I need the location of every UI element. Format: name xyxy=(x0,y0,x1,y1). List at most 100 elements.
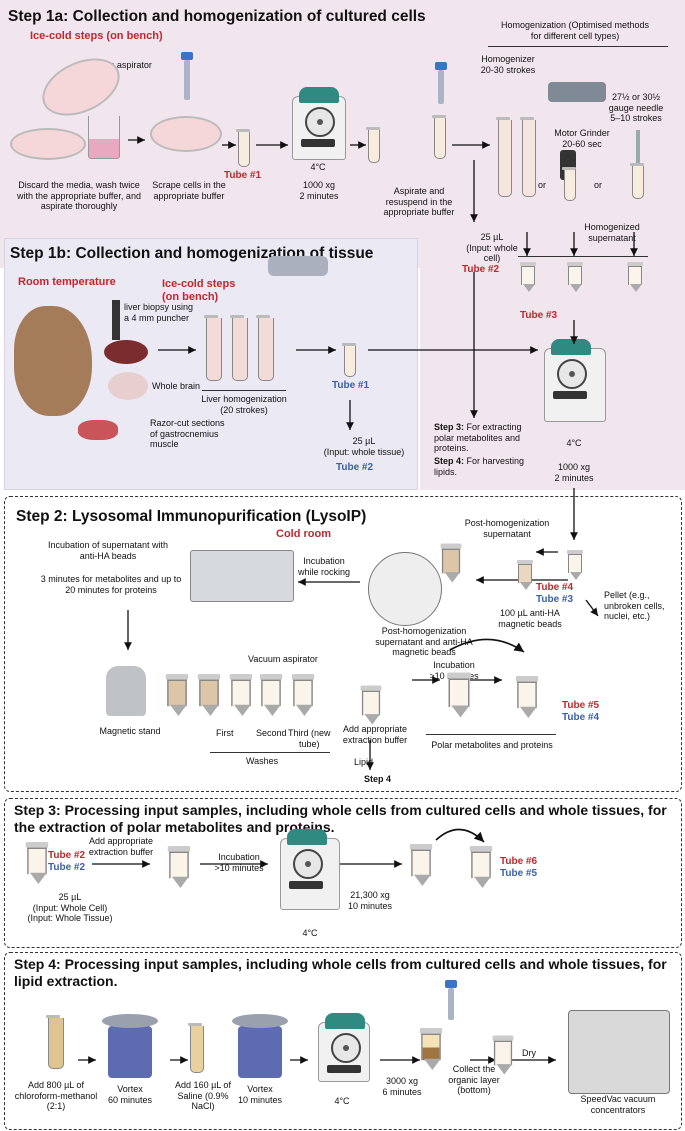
tissue-tube-1 xyxy=(204,315,222,381)
collect-label: Collect the organic layer (bottom) xyxy=(448,1064,500,1095)
extraction-tube-icon xyxy=(360,685,382,725)
waste-beaker xyxy=(88,116,120,159)
tube4-blue-label: Tube #4 xyxy=(562,712,600,723)
step3-incubation-label: Incubation >10 minutes xyxy=(214,852,264,873)
vortex10-label: Vortex 10 minutes xyxy=(237,1084,283,1105)
magnetic-stand-label: Magnetic stand xyxy=(99,726,161,736)
dry-label: Dry xyxy=(522,1048,536,1058)
needle-label: 27½ or 30½ gauge needle 5–10 strokes xyxy=(608,92,664,123)
chloroform-tube-icon xyxy=(46,1015,64,1069)
wash-tube-4 xyxy=(259,674,283,716)
pellet-label: Pellet (e.g., unbroken cells, nuclei, et… xyxy=(604,590,665,621)
polar-label: Polar metabolites and proteins xyxy=(431,740,553,750)
pellet-tube-icon-2 xyxy=(567,550,583,580)
aspirate-resuspend-label: Aspirate and resuspend in the appropriat… xyxy=(383,186,455,217)
brain-icon xyxy=(108,372,148,400)
supernatant-tube-2 xyxy=(567,262,583,292)
post-homog-label: Post-homogenization supernatant xyxy=(464,518,550,539)
add-buffer-label: Add appropriate extraction buffer xyxy=(342,724,408,745)
whole-brain-label: Whole brain xyxy=(152,381,201,391)
vacuum-aspirator-label-2: Vacuum aspirator xyxy=(248,654,318,664)
tube1-label: Tube #1 xyxy=(224,170,262,181)
muscle-icon xyxy=(78,420,118,440)
step4-spin-label: 3000 xg 6 minutes xyxy=(382,1076,422,1097)
add800-label: Add 800 µL of chloroform-methanol (2:1) xyxy=(14,1080,98,1111)
pipette-icon-2 xyxy=(435,62,447,104)
step3-extraction-tube xyxy=(167,846,191,888)
input-volume-label: 25 µL (Input: whole cell) xyxy=(466,232,518,263)
supernatant-divider xyxy=(518,256,648,257)
motor-grinder-label: Motor Grinder 20-60 sec xyxy=(554,128,610,149)
beads-tube-icon xyxy=(440,543,462,583)
tissue-tube1-label: Tube #1 xyxy=(332,380,370,391)
grinder-tube-icon xyxy=(562,167,576,201)
step3-tube2-blue: Tube #2 xyxy=(48,862,86,873)
wash-tube-3 xyxy=(229,674,253,716)
homogenizer-device-icon xyxy=(548,82,606,102)
liver-biopsy-label: liver biopsy using a 4 mm puncher xyxy=(124,302,194,323)
incubation-text: Incubation of supernatant with anti-HA b… xyxy=(47,540,169,561)
tube5-red-label: Tube #5 xyxy=(562,700,600,711)
tube4-icon xyxy=(517,560,533,590)
scrape-dish xyxy=(150,116,222,152)
wash-second-label: Second xyxy=(256,728,287,738)
step3-tube6-red: Tube #6 xyxy=(500,856,538,867)
needle-icon xyxy=(636,130,640,166)
vortex60-label: Vortex 60 minutes xyxy=(107,1084,153,1105)
centrifuge2-icon xyxy=(544,339,606,422)
tube3-blue-label: Tube #3 xyxy=(536,594,574,605)
step3-tube5-blue: Tube #5 xyxy=(500,868,538,879)
step4-ref-label: Step 4 xyxy=(364,774,392,784)
step4-panel xyxy=(4,952,682,1130)
tissue-tube1-icon xyxy=(342,343,356,377)
supernatant-tube-3 xyxy=(627,262,643,292)
liver-icon xyxy=(104,340,148,364)
step3-input-tube xyxy=(25,842,49,884)
wash-tube-2 xyxy=(197,674,221,716)
step4-title: Step 4: Processing input samples, includ… xyxy=(14,956,667,989)
step3-final-tube xyxy=(469,846,493,888)
step3-temp: 4°C xyxy=(302,928,318,938)
tissue-tube-2 xyxy=(230,315,248,381)
washes-label: Washes xyxy=(246,756,279,766)
scrape-cells-label: Scrape cells in the appropriate buffer xyxy=(152,180,226,201)
step1a-subtitle: Ice-cold steps (on bench) xyxy=(30,30,163,42)
or-label-2: or xyxy=(594,180,603,190)
or-label-1: or xyxy=(538,180,547,190)
speedvac-label: SpeedVac vacuum concentrators xyxy=(580,1094,656,1115)
beads-zoom-icon xyxy=(368,552,442,626)
supernatant-tube-1 xyxy=(520,262,536,292)
vacuum-aspirator-label: Vacuum aspirator xyxy=(82,60,152,70)
step4-centrifuge-icon xyxy=(318,1013,370,1082)
puncher-icon xyxy=(112,300,120,340)
mouse-icon xyxy=(14,306,92,416)
organic-tube-icon xyxy=(492,1035,514,1075)
add160-label: Add 160 µL of Saline (0.9% NaCl) xyxy=(175,1080,231,1111)
incubation-tube-icon xyxy=(447,672,471,718)
homogenizer-label: Homogenizer 20-30 strokes xyxy=(480,54,536,75)
liver-homog-divider xyxy=(202,390,286,391)
centrifuge2-spin: 1000 xg 2 minutes xyxy=(554,462,594,483)
vortex-icon-2 xyxy=(232,1014,288,1078)
washes-divider xyxy=(210,752,330,753)
centrifuge-icon xyxy=(292,87,346,160)
cold-room-label: Cold room xyxy=(276,528,331,540)
homogenizer-tube-2 xyxy=(520,117,536,197)
tube1-icon xyxy=(236,129,250,167)
spin-speed-label: 1000 xg 2 minutes xyxy=(299,180,339,201)
step3-note-bold: Step 3: xyxy=(434,422,465,432)
resuspend-tube-icon xyxy=(432,115,446,159)
polar-divider xyxy=(426,734,556,735)
step3-panel xyxy=(4,798,682,948)
culture-dish xyxy=(10,128,86,160)
wash-tube-5 xyxy=(291,674,315,716)
wash-third-label: Third (new tube) xyxy=(288,728,331,749)
step4-note: Step 4: For harvesting lipids. xyxy=(434,456,534,477)
muscle-label: Razor-cut sections of gastrocnemius musc… xyxy=(150,418,225,449)
step3-note: Step 3: For extracting polar metabolites… xyxy=(434,422,534,454)
step4-note-text: For harvesting lipids. xyxy=(434,456,525,477)
step3-centrifuge-icon xyxy=(280,829,340,910)
lipid-label: Lipid xyxy=(354,757,374,767)
discard-media-label: Discard the media, wash twice with the a… xyxy=(17,180,141,211)
step2-panel xyxy=(4,496,682,792)
